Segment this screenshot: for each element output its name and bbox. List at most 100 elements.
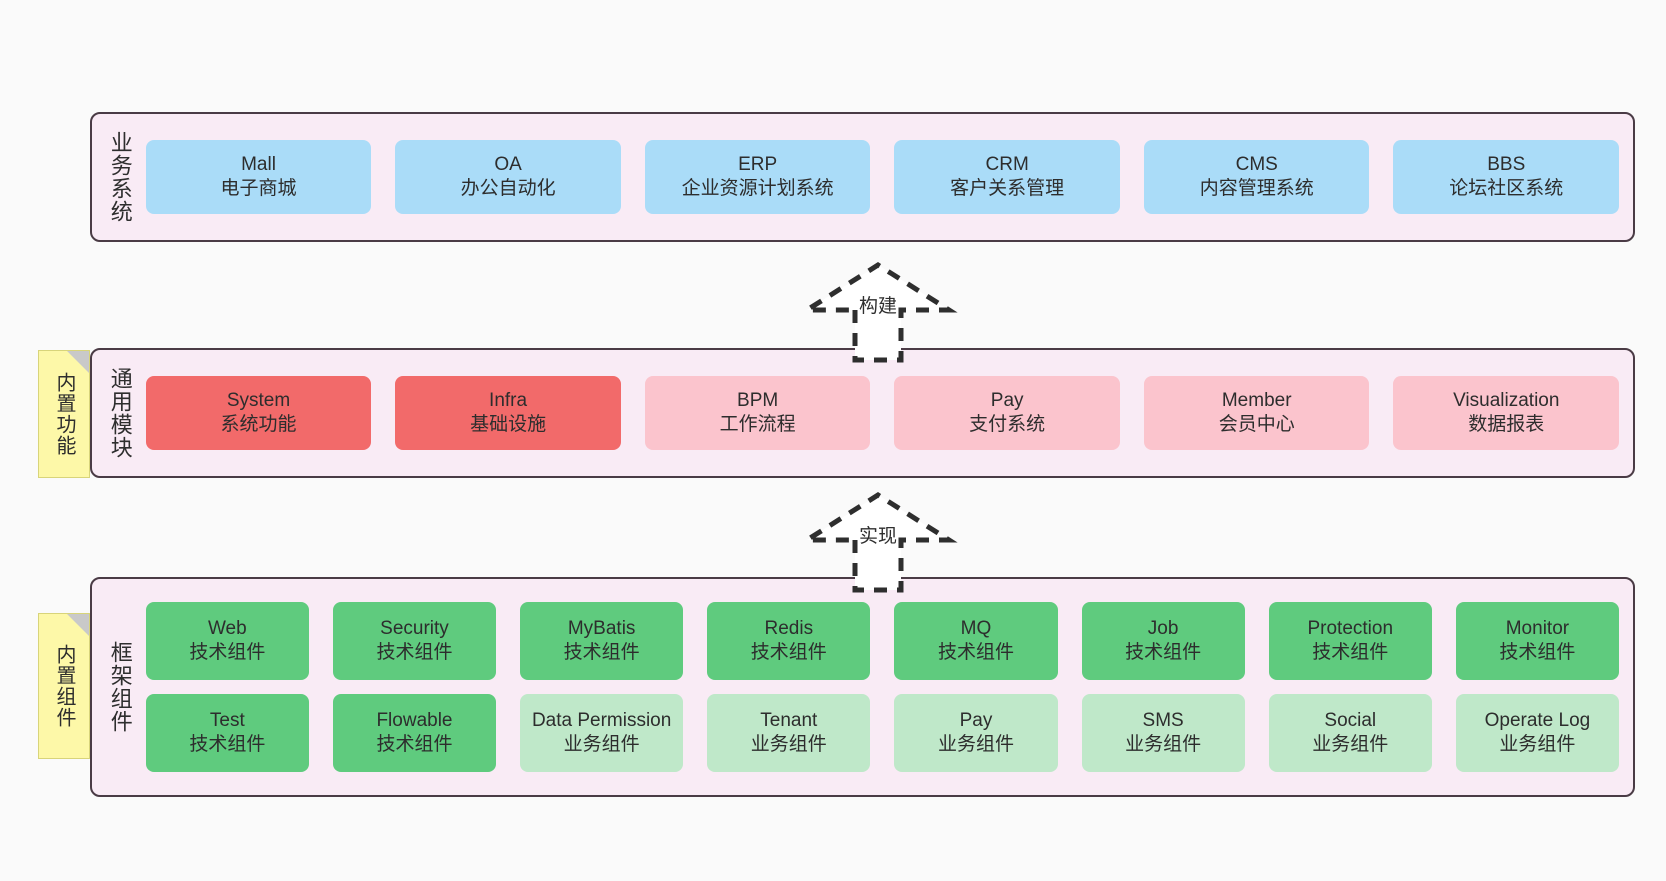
card-subtitle: 内容管理系统 <box>1199 178 1314 199</box>
layer-label-business: 业务系统 <box>107 131 133 223</box>
card-title: Security <box>380 617 449 639</box>
note-fold-corner-icon <box>67 351 89 373</box>
card-sms[interactable]: SMS 业务组件 <box>1081 694 1245 772</box>
card-title: Web <box>207 617 247 639</box>
note-built-in-features: 内置功能 <box>38 350 90 478</box>
card-bpm[interactable]: BPM 工作流程 <box>644 376 871 450</box>
card-title: Infra <box>489 389 528 411</box>
layer-label-framework: 框架组件 <box>107 641 133 733</box>
layer-business-systems: 业务系统 Mall 电子商城 OA 办公自动化 ERP 企业资源计划系统 CRM… <box>90 112 1635 242</box>
card-subtitle: 业务组件 <box>1125 734 1202 755</box>
card-oa[interactable]: OA 办公自动化 <box>395 140 621 214</box>
framework-card-row-business: Test 技术组件 Flowable 技术组件 Data Permission … <box>145 694 1619 772</box>
card-operate-log[interactable]: Operate Log 业务组件 <box>1455 694 1619 772</box>
note-label: 内置功能 <box>53 372 75 456</box>
card-subtitle: 工作流程 <box>719 414 796 435</box>
card-title: Flowable <box>376 709 453 731</box>
note-fold-corner-icon <box>67 614 89 636</box>
card-title: BBS <box>1487 153 1526 175</box>
framework-card-row-tech: Web 技术组件 Security 技术组件 MyBatis 技术组件 Redi… <box>145 602 1619 680</box>
card-job[interactable]: Job 技术组件 <box>1081 602 1245 680</box>
card-subtitle: 客户关系管理 <box>950 178 1065 199</box>
card-redis[interactable]: Redis 技术组件 <box>707 602 871 680</box>
card-title: OA <box>494 153 522 175</box>
common-card-row: System 系统功能 Infra 基础设施 BPM 工作流程 Pay 支付系统… <box>145 376 1620 450</box>
common-cards-area: System 系统功能 Infra 基础设施 BPM 工作流程 Pay 支付系统… <box>142 350 1633 476</box>
card-subtitle: 会员中心 <box>1218 414 1295 435</box>
card-title: Pay <box>959 709 993 731</box>
card-subtitle: 技术组件 <box>376 642 453 663</box>
card-title: Job <box>1147 617 1179 639</box>
card-title: Data Permission <box>531 709 672 731</box>
card-web[interactable]: Web 技术组件 <box>145 602 309 680</box>
card-subtitle: 技术组件 <box>563 642 640 663</box>
card-title: Protection <box>1307 617 1394 639</box>
card-title: Member <box>1221 389 1292 411</box>
card-visualization[interactable]: Visualization 数据报表 <box>1393 376 1620 450</box>
card-title: MQ <box>960 617 992 639</box>
arrow-build: 构建 <box>798 262 958 363</box>
card-mq[interactable]: MQ 技术组件 <box>894 602 1058 680</box>
card-cms[interactable]: CMS 内容管理系统 <box>1143 140 1370 214</box>
card-subtitle: 技术组件 <box>1125 642 1202 663</box>
note-label: 内置组件 <box>53 644 75 728</box>
arrow-implement: 实现 <box>798 492 958 593</box>
card-title: Tenant <box>760 709 818 731</box>
card-title: Visualization <box>1453 389 1560 411</box>
card-subtitle: 办公自动化 <box>460 178 556 199</box>
card-title: Pay <box>990 389 1024 411</box>
card-crm[interactable]: CRM 客户关系管理 <box>894 140 1120 214</box>
business-cards-area: Mall 电子商城 OA 办公自动化 ERP 企业资源计划系统 CRM 客户关系… <box>142 114 1633 240</box>
card-social[interactable]: Social 业务组件 <box>1268 694 1432 772</box>
business-card-row: Mall 电子商城 OA 办公自动化 ERP 企业资源计划系统 CRM 客户关系… <box>145 140 1620 214</box>
card-title: Redis <box>764 617 814 639</box>
card-pay-module[interactable]: Pay 支付系统 <box>894 376 1120 450</box>
card-infra[interactable]: Infra 基础设施 <box>395 376 621 450</box>
card-bbs[interactable]: BBS 论坛社区系统 <box>1393 140 1620 214</box>
card-monitor[interactable]: Monitor 技术组件 <box>1455 602 1619 680</box>
layer-label-common: 通用模块 <box>107 367 133 459</box>
card-subtitle: 电子商城 <box>220 178 297 199</box>
card-title: Operate Log <box>1484 709 1591 731</box>
card-title: BPM <box>737 389 779 411</box>
framework-cards-area: Web 技术组件 Security 技术组件 MyBatis 技术组件 Redi… <box>142 579 1633 795</box>
card-system[interactable]: System 系统功能 <box>145 376 372 450</box>
arrow-implement-icon <box>798 492 958 593</box>
card-mybatis[interactable]: MyBatis 技术组件 <box>520 602 684 680</box>
card-test[interactable]: Test 技术组件 <box>145 694 309 772</box>
card-security[interactable]: Security 技术组件 <box>332 602 497 680</box>
card-pay-component[interactable]: Pay 业务组件 <box>894 694 1058 772</box>
card-member[interactable]: Member 会员中心 <box>1143 376 1370 450</box>
card-subtitle: 业务组件 <box>1312 734 1389 755</box>
card-title: Social <box>1324 709 1377 731</box>
card-data-permission[interactable]: Data Permission 业务组件 <box>520 694 684 772</box>
card-title: CMS <box>1235 153 1278 175</box>
layer-framework-components: 框架组件 Web 技术组件 Security 技术组件 MyBatis 技术组件… <box>90 577 1635 797</box>
card-title: Mall <box>241 153 276 175</box>
card-title: MyBatis <box>567 617 636 639</box>
card-subtitle: 技术组件 <box>189 642 266 663</box>
card-subtitle: 数据报表 <box>1468 414 1545 435</box>
card-erp[interactable]: ERP 企业资源计划系统 <box>644 140 871 214</box>
arrow-build-icon <box>798 262 958 363</box>
card-protection[interactable]: Protection 技术组件 <box>1268 602 1432 680</box>
card-title: SMS <box>1142 709 1184 731</box>
card-tenant[interactable]: Tenant 业务组件 <box>707 694 871 772</box>
note-built-in-components: 内置组件 <box>38 613 90 759</box>
card-title: Monitor <box>1505 617 1570 639</box>
card-subtitle: 技术组件 <box>1312 642 1389 663</box>
card-title: ERP <box>738 153 778 175</box>
card-subtitle: 业务组件 <box>1499 734 1576 755</box>
card-subtitle: 技术组件 <box>189 734 266 755</box>
card-subtitle: 技术组件 <box>937 642 1014 663</box>
card-subtitle: 业务组件 <box>937 734 1014 755</box>
card-subtitle: 企业资源计划系统 <box>681 178 834 199</box>
card-subtitle: 论坛社区系统 <box>1449 178 1564 199</box>
card-subtitle: 基础设施 <box>470 414 547 435</box>
card-mall[interactable]: Mall 电子商城 <box>145 140 372 214</box>
card-flowable[interactable]: Flowable 技术组件 <box>332 694 497 772</box>
card-title: System <box>226 389 291 411</box>
card-title: CRM <box>985 153 1029 175</box>
card-subtitle: 业务组件 <box>750 734 827 755</box>
